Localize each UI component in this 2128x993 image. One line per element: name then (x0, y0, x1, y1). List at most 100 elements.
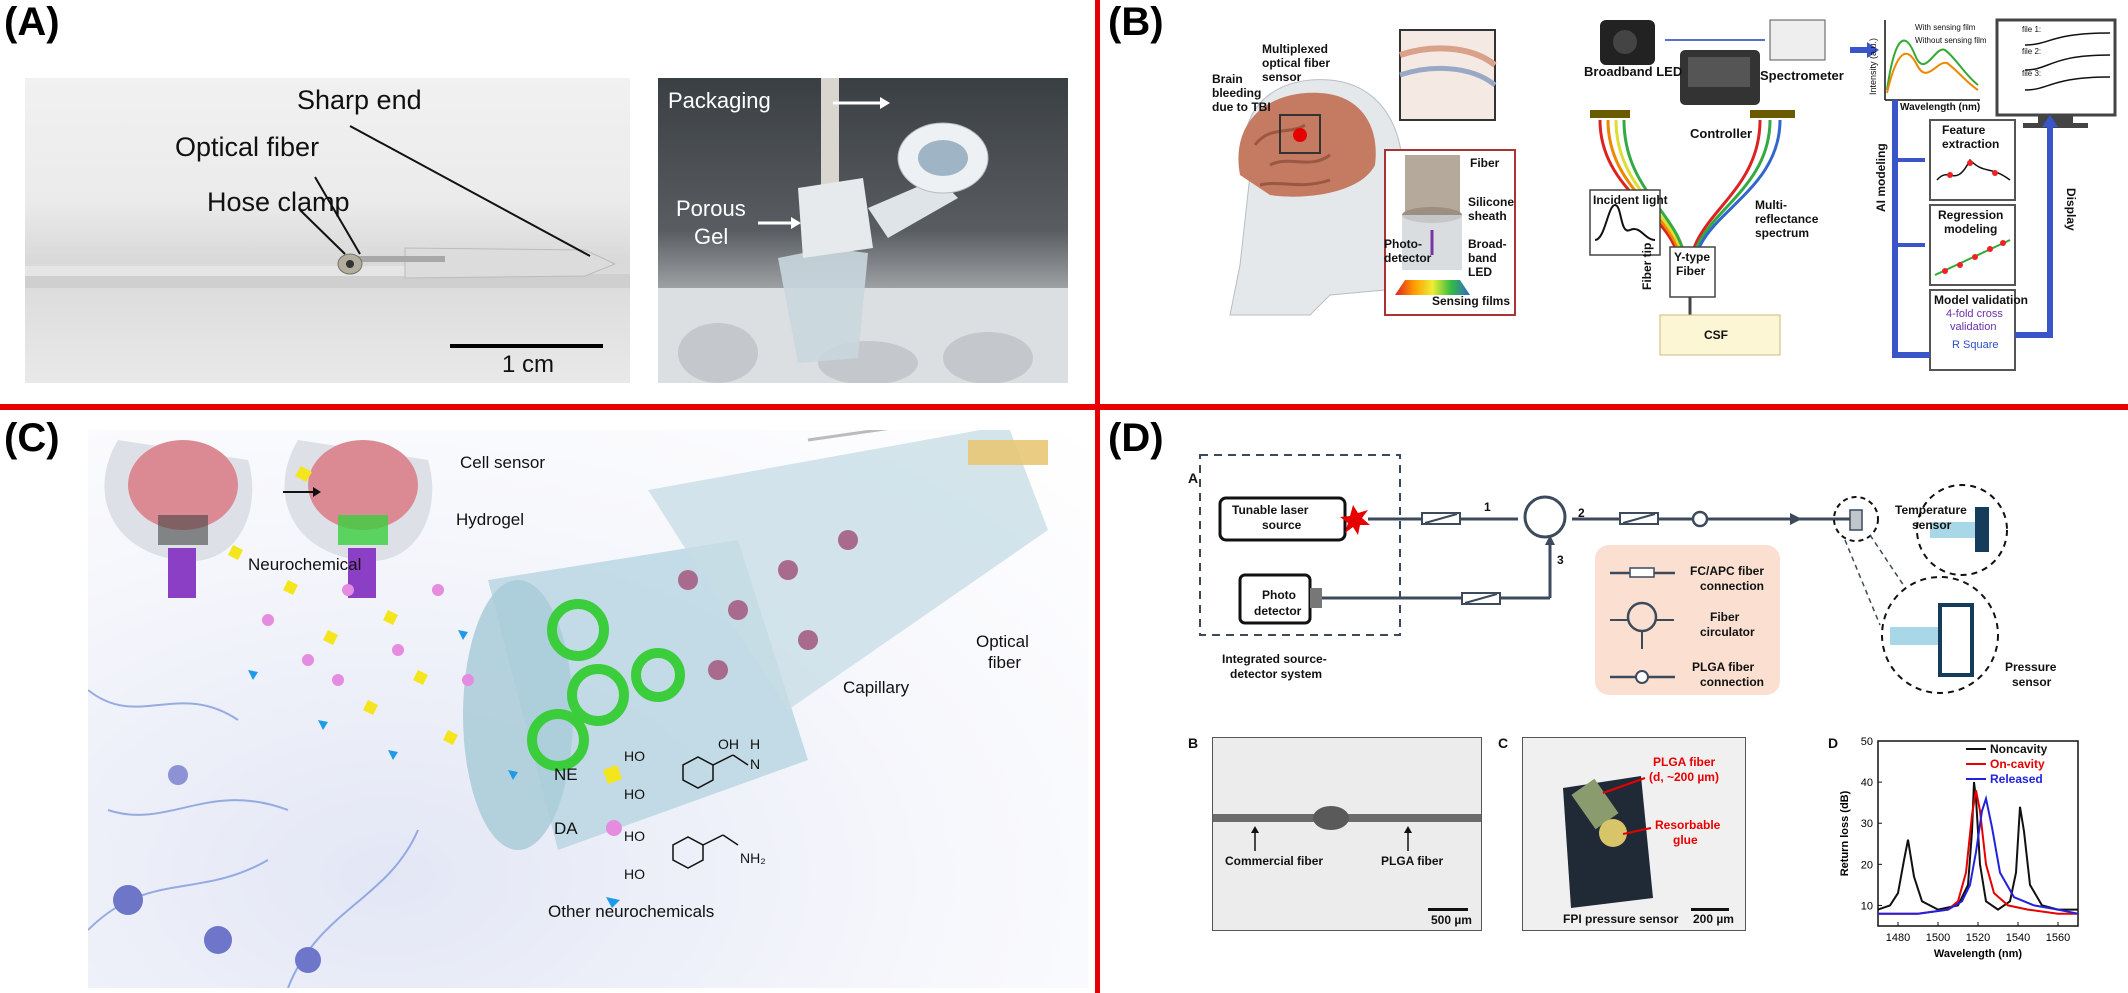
plga-fiber-label: PLGA fiber (1381, 854, 1444, 868)
capillary-label: Capillary (843, 678, 910, 697)
da-ho2-label: HO (624, 866, 645, 882)
port-2-label: 2 (1578, 506, 1585, 520)
broadband-led-label: Broadband LED (1584, 64, 1683, 79)
gel-photo: Packaging Porous Gel (658, 78, 1068, 383)
gel-photo-drawing (658, 78, 1068, 383)
y-axis-label: Return loss (dB) (1839, 790, 1851, 876)
integrated-label-1: Integrated source- (1222, 652, 1327, 666)
optical-setup-illustration (1589, 19, 1826, 356)
photo-detector-d2: detector (1254, 604, 1302, 618)
fiber-label-c: fiber (988, 653, 1022, 672)
multi-reflectance-1: Multi- (1755, 198, 1787, 212)
panel-d-label: (D) (1108, 416, 1164, 460)
photo-detector-label-b1: Photo- (1384, 237, 1422, 251)
series-line-on-cavity (1878, 790, 2078, 915)
circulator-label-1: Fiber (1710, 610, 1740, 624)
csf-label: CSF (1704, 328, 1728, 342)
legend-label: On-cavity (1990, 757, 2045, 771)
port-3-label: 3 (1557, 553, 1564, 567)
pressure-label-2: sensor (2012, 675, 2052, 689)
broadband-small-3: LED (1468, 265, 1492, 279)
broadband-small-2: band (1468, 251, 1497, 265)
sensor-zoom-illustration (1384, 29, 1516, 316)
scale-bar-label: 1 cm (502, 351, 555, 378)
neuro-illustration: Cell sensor Neurochemical Hydrogel Optic… (88, 430, 1088, 988)
fiber-label-b: Fiber (1470, 156, 1500, 170)
port-1-label: 1 (1484, 500, 1491, 514)
integrated-label-2: detector system (1230, 667, 1323, 681)
horizontal-divider (0, 404, 2128, 410)
file-1-label: file 1: (2022, 25, 2042, 34)
validation-detail-1: 4-fold cross (1946, 308, 2003, 320)
multiplexed-label-1: Multiplexed (1262, 42, 1329, 56)
resorbable-label-2: glue (1673, 833, 1698, 847)
x-tick-label: 1560 (2046, 932, 2070, 944)
fpi-label: FPI pressure sensor (1563, 912, 1679, 926)
da-nh2-label: NH₂ (740, 850, 766, 866)
temperature-label-1: Temperature (1895, 503, 1967, 517)
file-2-label: file 2: (2022, 47, 2042, 56)
optical-fiber-label: Optical fiber (175, 132, 320, 162)
ne-n-label: N (750, 756, 761, 772)
tunable-label-1: Tunable laser (1232, 503, 1309, 517)
multiplexed-label-2: optical fiber (1262, 56, 1331, 70)
commercial-fiber-label: Commercial fiber (1225, 854, 1324, 868)
neurochemical-label: Neurochemical (248, 555, 362, 574)
ne-ho-label: HO (624, 748, 645, 764)
plga-d-label-2: (d, ~200 µm) (1649, 770, 1719, 784)
panel-c-label: (C) (4, 416, 60, 460)
validation-detail-2: validation (1950, 321, 1997, 333)
packaging-label: Packaging (668, 88, 771, 113)
brain-bleeding-label-2: bleeding (1212, 86, 1262, 100)
spectrum-plot-illustration (1850, 18, 2117, 371)
fiber-photo: Sharp end Optical fiber Hose clamp 1 cm (25, 78, 630, 383)
regression-label-1: Regression (1938, 208, 2004, 222)
pressure-sensor-drawing (1563, 776, 1729, 911)
y-tick-label: 30 (1861, 818, 1873, 830)
pressure-sensor-photo: PLGA fiber (d, ~200 µm) Resorbable glue … (1522, 737, 1746, 931)
legend-label: Noncavity (1990, 742, 2048, 756)
display-label: Display (2064, 188, 2078, 231)
scale-500-label: 500 µm (1431, 913, 1472, 927)
pressure-label-1: Pressure (2005, 660, 2057, 674)
model-validation-label: Model validation (1934, 293, 2029, 307)
multi-reflectance-2: reflectance (1755, 212, 1819, 226)
series-line-released (1878, 794, 2079, 915)
y-tick-label: 50 (1861, 736, 1873, 748)
hose-clamp-label: Hose clamp (207, 187, 350, 217)
fiber-photo-drawing (25, 125, 630, 348)
ne-label: NE (554, 765, 578, 784)
y-tick-label: 40 (1861, 777, 1873, 789)
resorbable-label-1: Resorbable (1655, 818, 1721, 832)
tunable-label-2: source (1262, 518, 1302, 532)
porous-label: Porous (676, 196, 746, 221)
temperature-label-2: sensor (1912, 518, 1952, 532)
sub-a-label: A (1188, 470, 1199, 486)
panel-b-label: (B) (1108, 0, 1164, 44)
x-axis-label: Wavelength (nm) (1934, 948, 2023, 960)
da-ho-label: HO (624, 828, 645, 844)
broadband-small-1: Broad- (1468, 237, 1507, 251)
x-tick-label: 1520 (1966, 932, 1990, 944)
fiber-micrograph-drawing (1213, 806, 1481, 911)
hydrogel-label: Hydrogel (456, 510, 525, 529)
fiber-micrograph: Commercial fiber PLGA fiber 500 µm (1212, 737, 1482, 931)
other-label: Other neurochemicals (548, 902, 715, 921)
fiber-system-diagram (1199, 454, 2008, 695)
r-square-label: R Square (1952, 339, 1999, 351)
incident-light-label: Incident light (1593, 193, 1668, 207)
feature-label-1: Feature (1942, 123, 1986, 137)
x-tick-label: 1480 (1886, 932, 1910, 944)
legend-without-label: Without sensing film (1915, 36, 1987, 45)
ai-modeling-label: AI modeling (1874, 143, 1888, 212)
neuro-drawing (88, 430, 1048, 988)
spectrometer-label: Spectrometer (1760, 68, 1844, 83)
gel-label: Gel (694, 224, 729, 249)
x-tick-label: 1540 (2006, 932, 2030, 944)
ne-oh-label: OH (718, 736, 739, 752)
panel-a-label: (A) (4, 0, 60, 44)
plga-conn-label-2: connection (1700, 675, 1765, 689)
photo-detector-label-b2: detector (1384, 251, 1432, 265)
y-tick-label: 10 (1861, 900, 1873, 912)
